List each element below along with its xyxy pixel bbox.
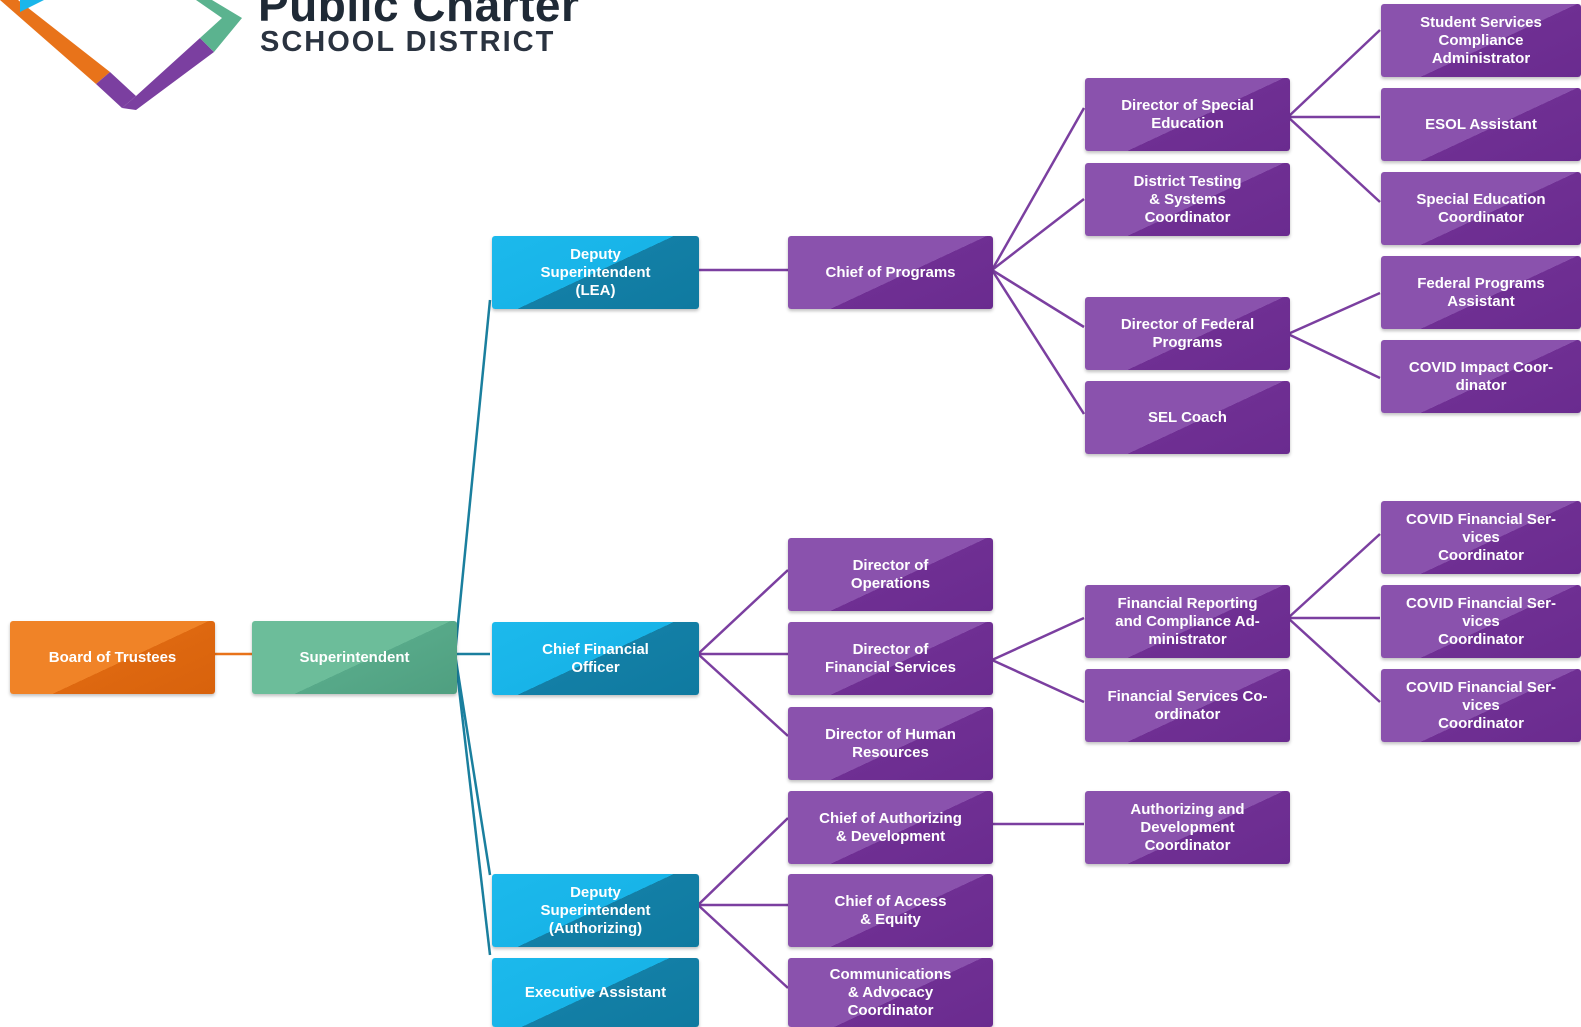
special-education-coordinator-box: Special Education Coordinator xyxy=(1381,172,1581,245)
director-of-special-education-box: Director of Special Education xyxy=(1085,78,1290,151)
logo-mark-icon xyxy=(0,0,242,110)
chief-of-access-equity-box: Chief of Access & Equity xyxy=(788,874,993,947)
communications-advocacy-coordinator-box: Communications & Advocacy Coordinator xyxy=(788,958,993,1027)
director-of-human-resources-box: Director of Human Resources xyxy=(788,707,993,780)
board-of-trustees-box: Board of Trustees xyxy=(10,621,215,694)
chief-financial-officer-box: Chief Financial Officer xyxy=(492,622,699,695)
district-logo xyxy=(0,0,245,115)
covid-financial-services-coordinator-box-3: COVID Financial Ser- vices Coordinator xyxy=(1381,669,1581,742)
director-of-financial-services-box: Director of Financial Services xyxy=(788,622,993,695)
logo-title: Public Charter xyxy=(258,0,580,31)
covid-impact-coordinator-box: COVID Impact Coor- dinator xyxy=(1381,340,1581,413)
financial-reporting-administrator-box: Financial Reporting and Compliance Ad- m… xyxy=(1085,585,1290,658)
esol-assistant-box: ESOL Assistant xyxy=(1381,88,1581,161)
student-services-compliance-box: Student Services Compliance Administrato… xyxy=(1381,4,1581,77)
director-of-operations-box: Director of Operations xyxy=(788,538,993,611)
covid-financial-services-coordinator-box-2: COVID Financial Ser- vices Coordinator xyxy=(1381,585,1581,658)
superintendent-box: Superintendent xyxy=(252,621,457,694)
executive-assistant-box: Executive Assistant xyxy=(492,958,699,1027)
chief-of-authorizing-development-box: Chief of Authorizing & Development xyxy=(788,791,993,864)
chief-of-programs-box: Chief of Programs xyxy=(788,236,993,309)
deputy-superintendent-lea-box: Deputy Superintendent (LEA) xyxy=(492,236,699,309)
federal-programs-assistant-box: Federal Programs Assistant xyxy=(1381,256,1581,329)
deputy-superintendent-authorizing-box: Deputy Superintendent (Authorizing) xyxy=(492,874,699,947)
district-testing-coordinator-box: District Testing & Systems Coordinator xyxy=(1085,163,1290,236)
financial-services-coordinator-box: Financial Services Co- ordinator xyxy=(1085,669,1290,742)
sel-coach-box: SEL Coach xyxy=(1085,381,1290,454)
covid-financial-services-coordinator-box-1: COVID Financial Ser- vices Coordinator xyxy=(1381,501,1581,574)
authorizing-development-coordinator-box: Authorizing and Development Coordinator xyxy=(1085,791,1290,864)
director-of-federal-programs-box: Director of Federal Programs xyxy=(1085,297,1290,370)
logo-subtitle: SCHOOL DISTRICT xyxy=(260,26,556,58)
